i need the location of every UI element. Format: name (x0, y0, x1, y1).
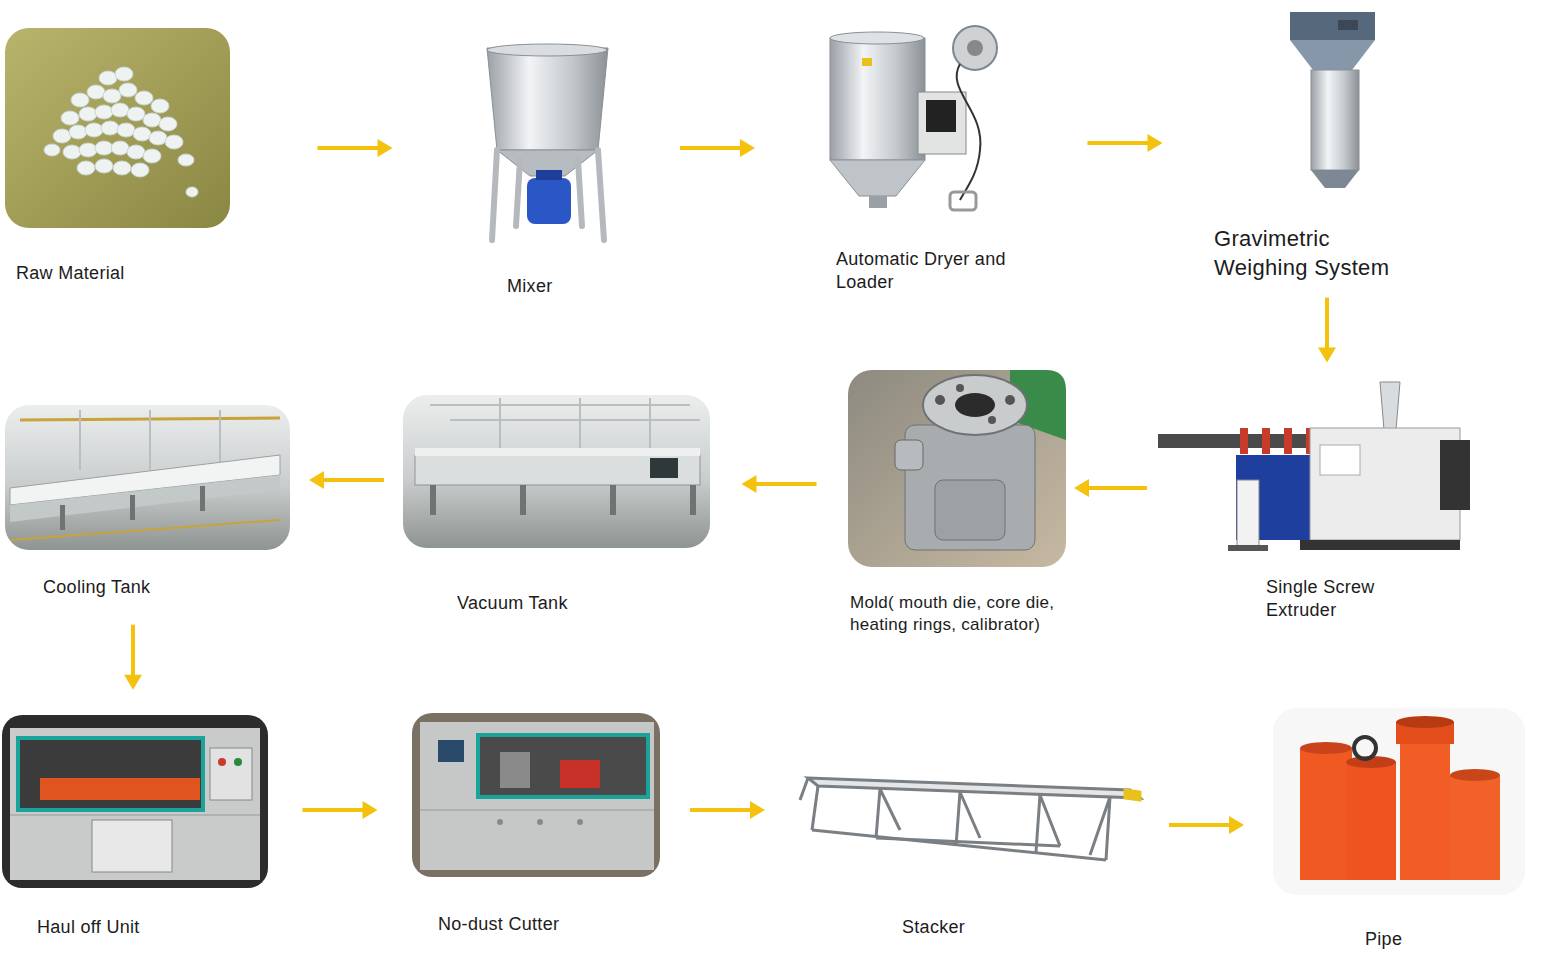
step-caption: Single Screw Extruder (1266, 576, 1416, 623)
arrow-line (754, 482, 817, 486)
flow-arrow (318, 139, 393, 157)
arrow-line (318, 146, 381, 150)
arrow-head (742, 475, 757, 493)
mixer-picture (487, 44, 608, 240)
arrow-head (124, 675, 142, 690)
arrow-line (303, 808, 366, 812)
arrow-line (1088, 141, 1151, 145)
flow-arrow (1318, 298, 1336, 363)
arrow-head (1318, 348, 1336, 363)
arrow-head (740, 139, 755, 157)
process-step: No-dust Cutter (412, 713, 660, 877)
cutter-photo (412, 713, 660, 877)
arrow-line (321, 478, 384, 482)
process-step: Single Screw Extruder (1155, 378, 1480, 555)
flow-arrow (1074, 479, 1147, 497)
flow-arrow (690, 801, 765, 819)
flow-arrow (124, 625, 142, 690)
process-step: Raw Material (5, 28, 230, 228)
step-caption: Raw Material (16, 262, 166, 285)
flow-arrow (742, 475, 817, 493)
step-caption: Vacuum Tank (457, 592, 617, 615)
process-step: Haul off Unit (2, 715, 268, 888)
arrow-line (131, 625, 135, 678)
step-caption: Stacker (902, 916, 1012, 939)
step-caption: Mold( mouth die, core die, heating rings… (850, 592, 1065, 636)
flow-arrow (309, 471, 384, 489)
arrow-head (1229, 816, 1244, 834)
step-caption: Haul off Unit (37, 916, 187, 939)
process-step: Vacuum Tank (403, 395, 710, 548)
process-step: Stacker (795, 770, 1140, 870)
flow-arrow (1169, 816, 1244, 834)
process-step: Pipe (1273, 708, 1525, 895)
arrow-head (309, 471, 324, 489)
step-caption: Pipe (1365, 928, 1445, 951)
process-step: Mixer (480, 45, 610, 245)
arrow-head (1148, 134, 1163, 152)
cooling-tank-photo (5, 405, 290, 550)
haul-off-photo (2, 715, 268, 888)
extruder-picture (1158, 382, 1470, 551)
arrow-head (378, 139, 393, 157)
step-caption: Cooling Tank (43, 576, 203, 599)
arrow-line (680, 146, 743, 150)
stacker-picture (800, 778, 1140, 860)
arrow-head (750, 801, 765, 819)
step-caption: Gravimetric Weighing System (1214, 225, 1414, 282)
step-caption: Automatic Dryer and Loader (836, 248, 1036, 295)
weighing-system-picture (1290, 12, 1375, 188)
flow-arrow (1088, 134, 1163, 152)
process-step: Automatic Dryer and Loader (825, 25, 1000, 210)
arrow-line (1086, 486, 1147, 490)
dryer-picture (830, 26, 997, 210)
step-caption: No-dust Cutter (438, 913, 608, 936)
pipe-photo (1273, 708, 1525, 895)
flow-arrow (680, 139, 755, 157)
process-step: Cooling Tank (5, 405, 290, 550)
arrow-line (690, 808, 753, 812)
process-step: Gravimetric Weighing System (1285, 10, 1380, 190)
flow-arrow (303, 801, 378, 819)
step-caption: Mixer (507, 275, 587, 298)
arrow-line (1169, 823, 1232, 827)
arrow-line (1325, 298, 1329, 351)
arrow-head (1074, 479, 1089, 497)
process-step: Mold( mouth die, core die, heating rings… (848, 370, 1066, 567)
vacuum-tank-photo (403, 395, 710, 548)
arrow-head (363, 801, 378, 819)
mold-photo (848, 370, 1066, 567)
raw-material-photo (5, 28, 230, 228)
